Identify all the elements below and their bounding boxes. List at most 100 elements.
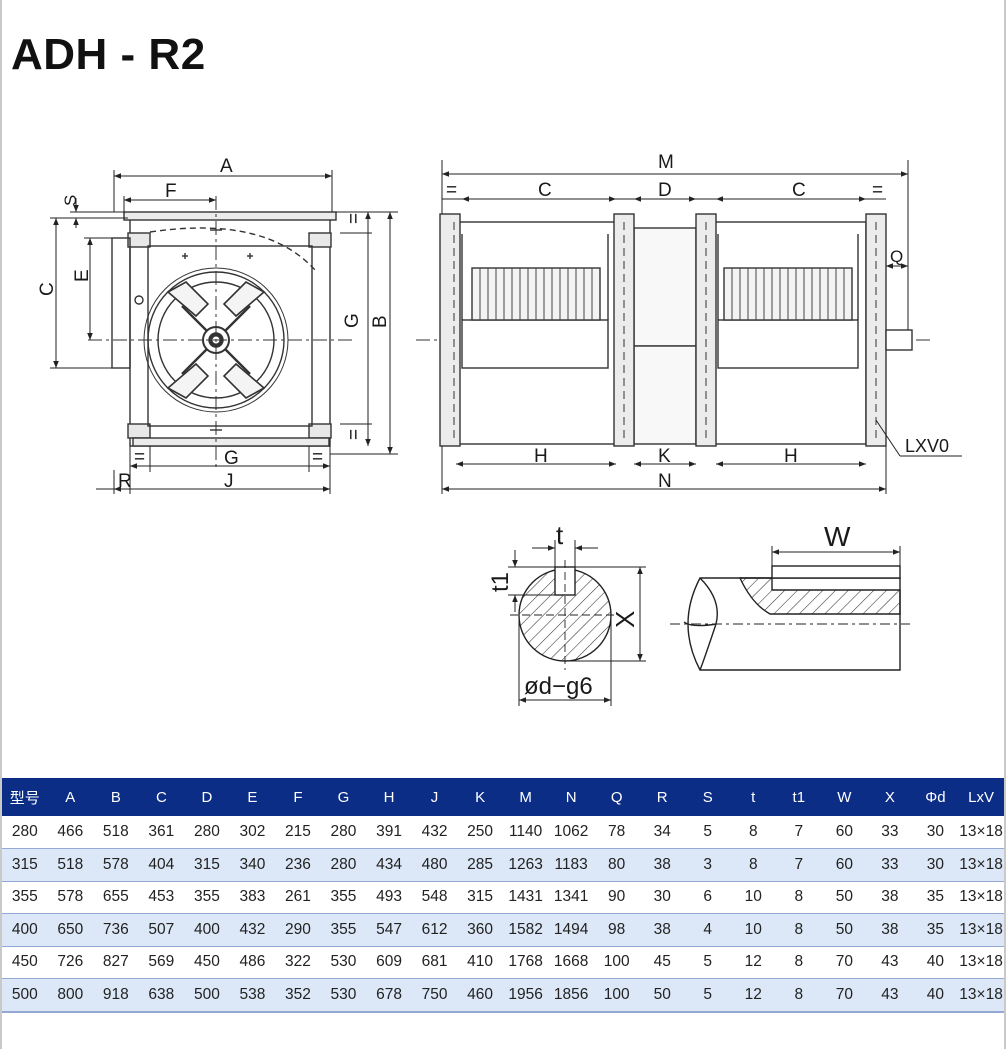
side-dimensions (441, 160, 962, 494)
table-cell: 285 (457, 848, 503, 882)
shaft-w-dimension (771, 546, 901, 566)
label-c: C (37, 282, 58, 296)
column-header: t (730, 778, 777, 816)
table-cell: 460 (457, 978, 503, 1012)
table-cell: 8 (776, 913, 822, 947)
table-cell: 261 (275, 881, 321, 914)
table-cell: 280 (320, 816, 367, 849)
label-t: t (556, 520, 564, 550)
table-cell: 547 (366, 913, 412, 947)
blower-wheel-left (479, 268, 593, 320)
table-cell: 315 (2, 848, 48, 882)
table-cell: 1183 (548, 848, 594, 882)
side-labels: M C D C = = Q H K H N LXV0 (446, 152, 949, 492)
table-cell: 280 (184, 816, 230, 849)
label-eq-bottom: = (344, 429, 365, 440)
table-cell: 43 (867, 978, 913, 1012)
label-f: F (165, 181, 177, 202)
table-cell: 1494 (548, 913, 594, 947)
column-header: C (138, 778, 185, 816)
table-cell: 13×18 (958, 848, 1004, 882)
column-header: M (502, 778, 549, 816)
technical-drawing: A F S C E G B = = = = G R J (37, 152, 962, 706)
table-cell: 40 (912, 978, 959, 1012)
table-cell: 35 (912, 913, 959, 947)
table-cell: 10 (730, 881, 777, 914)
table-cell: 250 (457, 816, 503, 849)
column-header: F (275, 778, 321, 816)
table-cell: 507 (138, 913, 185, 947)
table-cell: 1582 (502, 913, 549, 947)
table-cell: 569 (138, 946, 185, 979)
table-cell: 650 (47, 913, 94, 947)
table-cell: 13×18 (958, 978, 1004, 1012)
table-cell: 5 (684, 816, 731, 849)
table-cell: 400 (2, 913, 48, 947)
table-cell: 530 (320, 978, 367, 1012)
label-b: B (370, 315, 391, 328)
table-cell: 638 (138, 978, 185, 1012)
table-cell: 355 (184, 881, 230, 914)
label-h-left: H (534, 446, 548, 467)
label-lxv0: LXV0 (905, 436, 949, 456)
table-cell: 548 (411, 881, 458, 914)
label-s: S (61, 195, 80, 206)
table-cell: 8 (776, 978, 822, 1012)
blower-wheel-right (731, 268, 845, 320)
table-cell: 530 (320, 946, 367, 979)
label-n: N (658, 471, 672, 492)
label-eq-top: = (344, 213, 365, 224)
column-header: K (457, 778, 503, 816)
table-cell: 38 (867, 913, 913, 947)
table-cell: 80 (593, 848, 640, 882)
side-view (416, 213, 930, 447)
table-cell: 453 (138, 881, 185, 914)
column-header: Q (593, 778, 640, 816)
column-header: D (184, 778, 230, 816)
table-cell: 315 (184, 848, 230, 882)
column-header: B (93, 778, 139, 816)
table-cell: 1341 (548, 881, 594, 914)
table-cell: 400 (184, 913, 230, 947)
front-labels: A F S C E G B = = = = G R J (37, 156, 391, 492)
table-cell: 13×18 (958, 816, 1004, 849)
table-cell: 391 (366, 816, 412, 849)
table-cell: 70 (821, 946, 868, 979)
label-g-side: G (342, 313, 363, 328)
table-cell: 38 (867, 881, 913, 914)
table-cell: 13×18 (958, 946, 1004, 979)
table-cell: 98 (593, 913, 640, 947)
table-cell: 361 (138, 816, 185, 849)
label-c-right: C (792, 180, 806, 201)
table-cell: 12 (730, 946, 777, 979)
table-cell: 3 (684, 848, 731, 882)
table-cell: 1768 (502, 946, 549, 979)
table-cell: 383 (229, 881, 276, 914)
table-cell: 13×18 (958, 881, 1004, 914)
table-cell: 1140 (502, 816, 549, 849)
table-cell: 30 (912, 816, 959, 849)
label-d: D (658, 180, 672, 201)
table-cell: 404 (138, 848, 185, 882)
table-cell: 13×18 (958, 913, 1004, 947)
table-cell: 355 (320, 881, 367, 914)
label-m: M (658, 152, 674, 173)
table-cell: 38 (639, 848, 685, 882)
table-cell: 78 (593, 816, 640, 849)
table-bottom-rule (2, 1012, 1004, 1013)
table-cell: 736 (93, 913, 139, 947)
table-cell: 60 (821, 848, 868, 882)
table-cell: 38 (639, 913, 685, 947)
label-eq-side-left: = (446, 180, 457, 201)
column-header: A (47, 778, 94, 816)
table-cell: 34 (639, 816, 685, 849)
table-cell: 918 (93, 978, 139, 1012)
table-cell: 12 (730, 978, 777, 1012)
shaft-cross-section (510, 560, 620, 670)
table-cell: 4 (684, 913, 731, 947)
table-cell: 355 (2, 881, 48, 914)
